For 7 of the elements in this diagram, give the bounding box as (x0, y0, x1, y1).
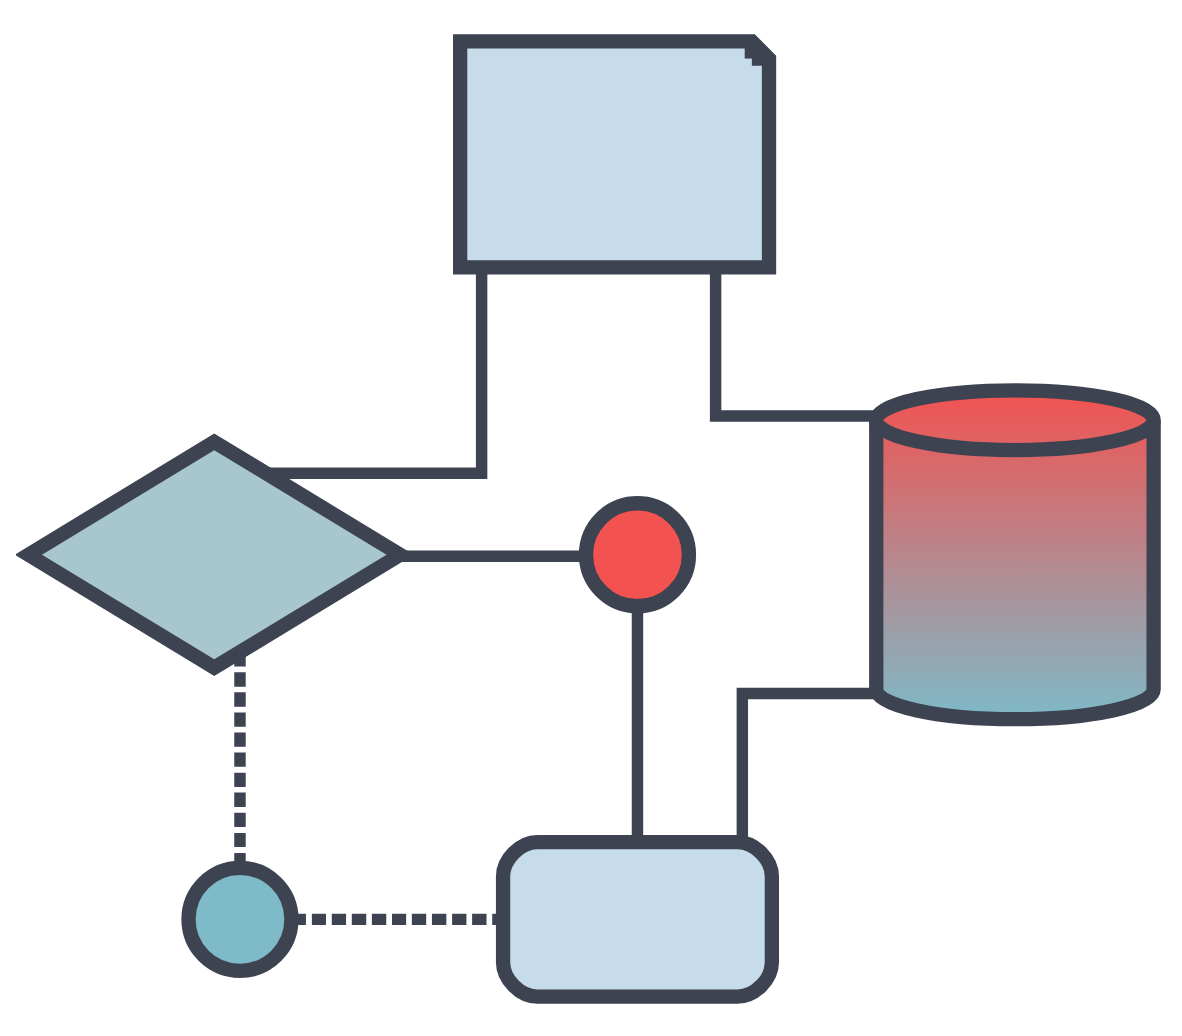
node-box (495, 834, 779, 1003)
node-document (453, 33, 777, 274)
connector (398, 549, 586, 561)
connector (736, 686, 877, 841)
node-circle (578, 495, 697, 613)
connector (234, 651, 246, 867)
node-circle (181, 859, 299, 977)
